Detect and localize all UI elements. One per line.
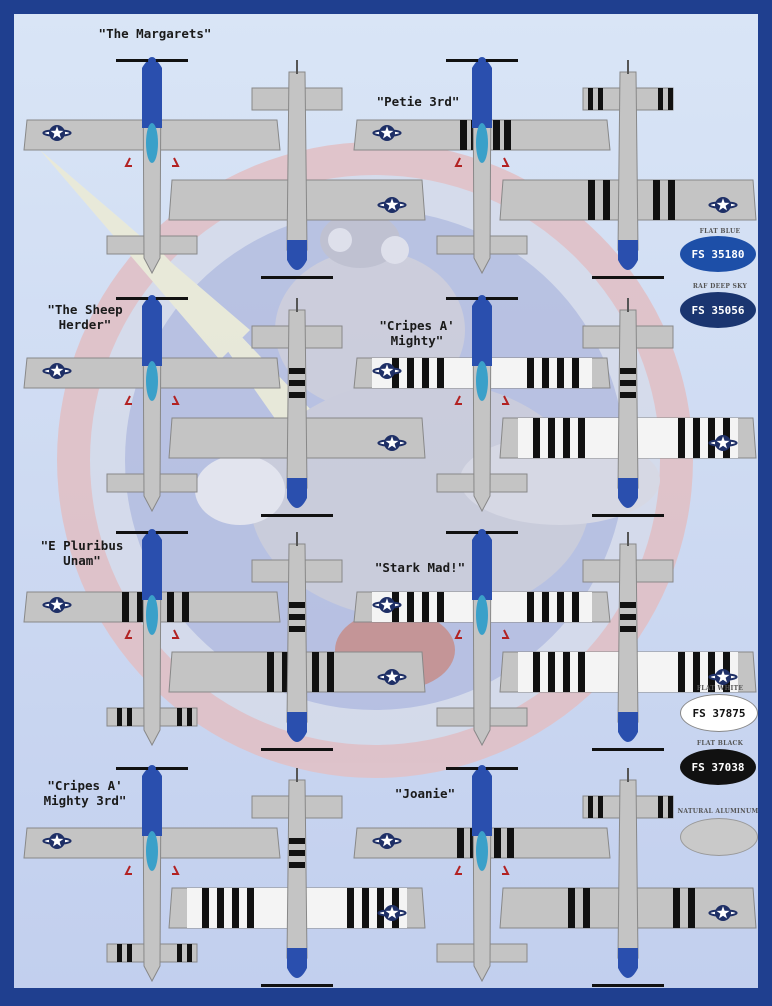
color-code-flat-black: FS 37038 xyxy=(691,760,745,774)
aircraft-underside-view xyxy=(499,298,757,517)
national-insignia xyxy=(708,435,738,451)
color-swatch-raf-deep-sky: FS 35056 xyxy=(680,292,756,328)
marking-title-joanie: "Joanie" xyxy=(394,786,456,801)
color-label-flat-black: FLAT BLACK xyxy=(696,740,744,747)
color-code-flat-white: FS 37875 xyxy=(692,706,746,720)
national-insignia xyxy=(377,435,407,451)
aircraft-top-view xyxy=(353,295,611,513)
color-code-raf-deep-sky: FS 35056 xyxy=(691,303,745,317)
national-insignia xyxy=(372,833,402,849)
national-insignia xyxy=(372,597,402,613)
aircraft-underside-view xyxy=(499,60,757,279)
aircraft-top-view xyxy=(353,57,611,275)
aircraft-underside-view xyxy=(499,532,757,751)
color-label-flat-white: FLAT WHITE xyxy=(696,685,744,692)
aircraft-underside-view xyxy=(499,768,757,987)
national-insignia xyxy=(42,833,72,849)
national-insignia xyxy=(377,669,407,685)
marking-title-margarets: "The Margarets" xyxy=(98,26,212,41)
marking-title-petie-3rd: "Petie 3rd" xyxy=(376,94,460,109)
aircraft-underside-view xyxy=(168,60,426,279)
national-insignia xyxy=(708,669,738,685)
national-insignia xyxy=(708,197,738,213)
national-insignia xyxy=(377,197,407,213)
aircraft-top-view xyxy=(23,529,281,747)
aircraft-underside-view xyxy=(168,298,426,517)
marking-title-e-pluribus-unam: "E Pluribus Unam" xyxy=(40,538,124,568)
aircraft-top-view xyxy=(23,57,281,275)
color-label-natural-aluminum: NATURAL ALUMINUM xyxy=(677,808,759,815)
color-label-raf-deep-sky: RAF DEEP SKY xyxy=(692,283,748,290)
color-swatch-flat-black: FS 37038 xyxy=(680,749,756,785)
aircraft-top-view xyxy=(353,529,611,747)
national-insignia xyxy=(372,363,402,379)
aircraft-underside-view xyxy=(168,532,426,751)
national-insignia xyxy=(42,125,72,141)
marking-title-cripes-a-mighty: "Cripes A' Mighty" xyxy=(379,318,455,348)
marking-title-stark-mad: "Stark Mad!" xyxy=(374,560,466,575)
color-swatch-flat-white: FS 37875 xyxy=(680,694,758,732)
national-insignia xyxy=(377,905,407,921)
national-insignia xyxy=(42,597,72,613)
marking-title-sheep-herder: "The Sheep Herder" xyxy=(47,302,123,332)
color-swatch-flat-blue: FS 35180 xyxy=(680,236,756,272)
national-insignia xyxy=(372,125,402,141)
color-swatch-natural-aluminum xyxy=(680,818,758,856)
aircraft-underside-view xyxy=(168,768,426,987)
national-insignia xyxy=(708,905,738,921)
color-label-flat-blue: FLAT BLUE xyxy=(699,228,741,235)
national-insignia xyxy=(42,363,72,379)
aircraft-top-view xyxy=(23,295,281,513)
aircraft-top-view xyxy=(23,765,281,983)
color-code-flat-blue: FS 35180 xyxy=(691,247,745,261)
marking-title-cripes-a-mighty-3rd: "Cripes A' Mighty 3rd" xyxy=(43,778,127,808)
aircraft-top-view xyxy=(353,765,611,983)
